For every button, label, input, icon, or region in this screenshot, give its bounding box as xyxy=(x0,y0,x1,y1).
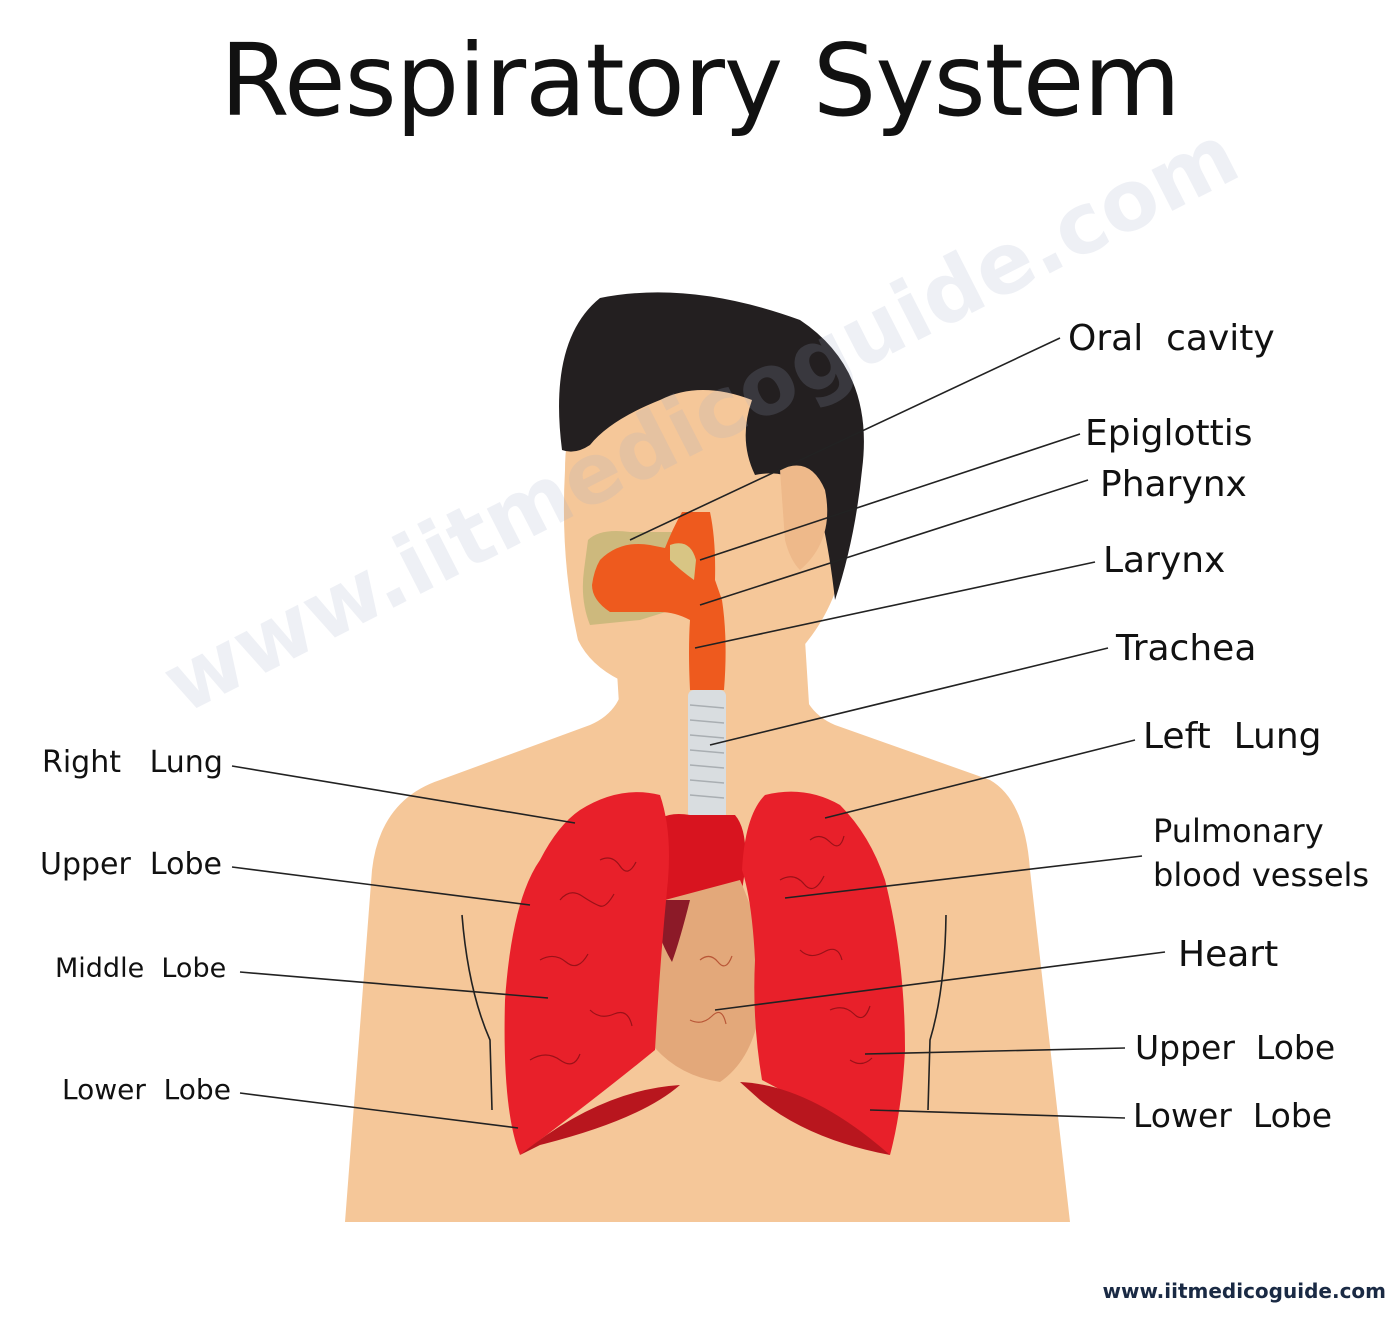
leader-lines xyxy=(231,337,1166,1129)
epiglottis xyxy=(670,543,696,580)
footer-url: www.iitmedicoguide.com xyxy=(1102,1279,1386,1303)
leader-right-lung xyxy=(231,765,576,824)
leader-pulmonary xyxy=(784,855,1143,899)
label-pulmonary-line1: Pulmonary xyxy=(1153,812,1324,850)
pulmonary-vessels xyxy=(529,835,873,1065)
trachea-rings xyxy=(689,704,725,799)
leader-middle-lobe xyxy=(239,971,549,999)
right-chest-contour xyxy=(927,914,947,1111)
leader-heart xyxy=(714,951,1166,1011)
label-trachea: Trachea xyxy=(1115,628,1256,669)
left-lung xyxy=(742,791,905,1155)
leader-upper-lobe-right xyxy=(231,866,531,906)
label-heart: Heart xyxy=(1178,934,1278,975)
label-upper-lobe-right: Upper Lobe xyxy=(40,847,222,882)
leader-lower-lobe-right xyxy=(239,1092,519,1129)
ear xyxy=(780,465,828,570)
label-oral-cavity: Oral cavity xyxy=(1068,318,1275,359)
leader-epiglottis xyxy=(699,433,1081,561)
trachea xyxy=(688,690,726,820)
hair xyxy=(559,292,864,600)
label-pulmonary-line2: blood vessels xyxy=(1153,856,1369,894)
label-pharynx: Pharynx xyxy=(1100,464,1247,505)
label-lower-lobe-left: Lower Lobe xyxy=(1133,1096,1332,1135)
leader-upper-lobe-left xyxy=(864,1047,1126,1055)
left-lung-base xyxy=(740,1082,890,1155)
leader-trachea xyxy=(709,647,1109,746)
label-epiglottis: Epiglottis xyxy=(1085,413,1252,454)
right-lung-base xyxy=(520,1085,680,1155)
label-right-lung: Right Lung xyxy=(42,745,223,780)
leader-lower-lobe-left xyxy=(869,1109,1126,1119)
label-middle-lobe: Middle Lobe xyxy=(55,953,226,984)
label-larynx: Larynx xyxy=(1103,540,1225,581)
label-upper-lobe-left: Upper Lobe xyxy=(1135,1028,1335,1067)
leader-left-lung xyxy=(824,739,1136,819)
leader-larynx xyxy=(694,561,1096,649)
leader-pharynx xyxy=(699,479,1089,606)
label-left-lung: Left Lung xyxy=(1143,716,1322,757)
label-lower-lobe-right: Lower Lobe xyxy=(62,1073,231,1106)
right-lung xyxy=(504,792,669,1155)
aorta xyxy=(650,814,746,905)
leader-oral-cavity xyxy=(629,337,1061,541)
left-chest-contour xyxy=(461,914,493,1111)
diagram-title: Respiratory System xyxy=(220,22,1181,139)
